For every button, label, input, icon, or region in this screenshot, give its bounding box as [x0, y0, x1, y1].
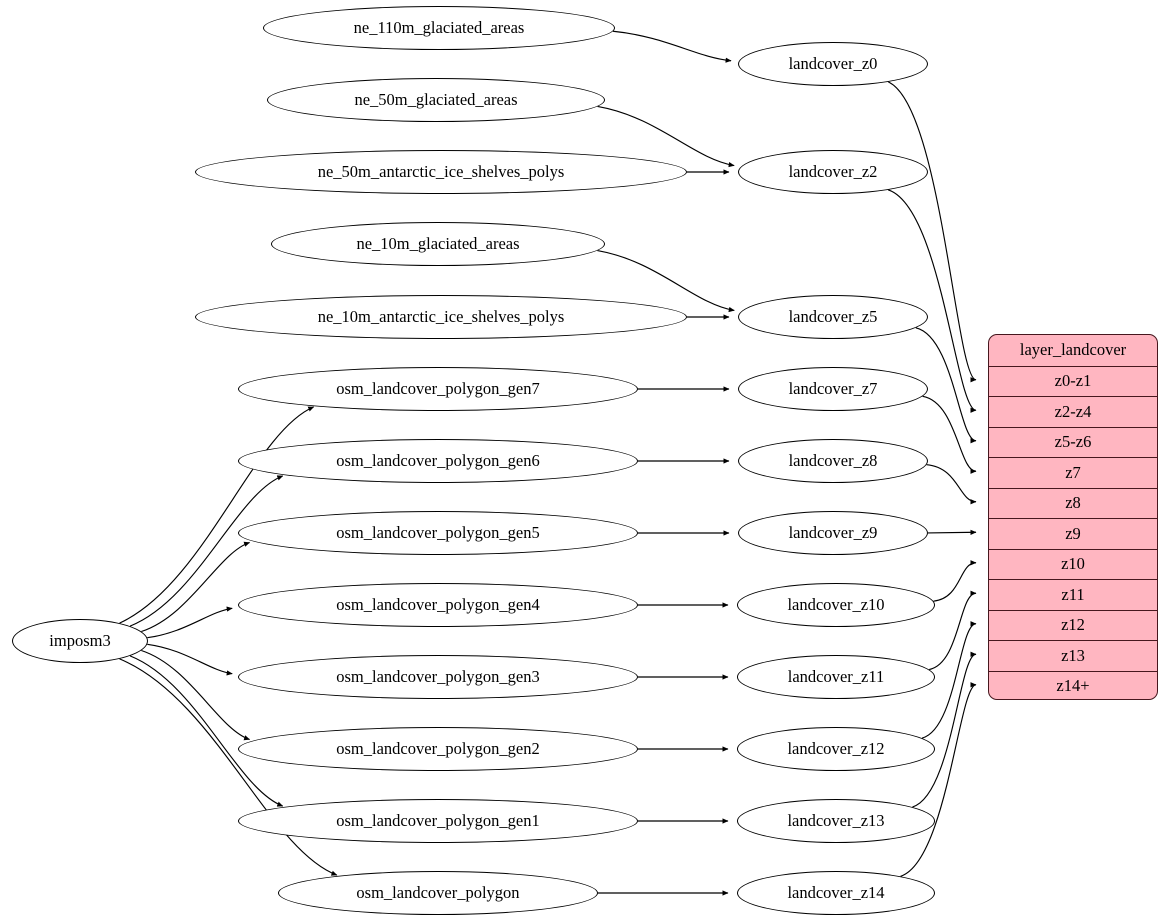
edge-landcover_z11-to-z11	[929, 590, 977, 671]
node-landcover_z11[interactable]: landcover_z11	[737, 655, 935, 699]
record-row-z8[interactable]: z8	[989, 487, 1157, 519]
node-label: imposm3	[49, 630, 111, 650]
node-label: landcover_z12	[787, 738, 885, 758]
node-label: osm_landcover_polygon_gen4	[336, 594, 540, 614]
node-label: landcover_z14	[787, 882, 885, 902]
node-landcover_z2[interactable]: landcover_z2	[738, 150, 928, 194]
node-osm_landcover_polygon_gen1[interactable]: osm_landcover_polygon_gen1	[238, 799, 638, 843]
node-label: osm_landcover_polygon_gen6	[336, 450, 540, 470]
node-osm_landcover_polygon_gen4[interactable]: osm_landcover_polygon_gen4	[238, 583, 638, 627]
edge-landcover_z14-to-z14+	[900, 682, 977, 877]
node-landcover_z14[interactable]: landcover_z14	[737, 871, 935, 915]
node-label: osm_landcover_polygon_gen2	[336, 738, 540, 758]
node-label: ne_10m_glaciated_areas	[356, 233, 520, 253]
node-label: ne_110m_glaciated_areas	[353, 17, 525, 37]
node-label: osm_landcover_polygon_gen1	[336, 810, 540, 830]
edge-landcover_z8-to-z8	[926, 464, 977, 505]
node-landcover_z13[interactable]: landcover_z13	[737, 799, 935, 843]
edge-landcover_z10-to-z10	[933, 560, 977, 602]
node-osm_landcover_polygon_gen5[interactable]: osm_landcover_polygon_gen5	[238, 511, 638, 555]
node-landcover_z0[interactable]: landcover_z0	[738, 42, 928, 86]
edge-landcover_z9-to-z9	[927, 529, 977, 535]
node-label: landcover_z7	[788, 378, 878, 398]
node-label: landcover_z10	[787, 594, 885, 614]
node-label: landcover_z0	[788, 53, 878, 73]
record-row-z10[interactable]: z10	[989, 548, 1157, 580]
node-label: osm_landcover_polygon_gen7	[336, 378, 540, 398]
node-ne_50m_glaciated_areas[interactable]: ne_50m_glaciated_areas	[267, 78, 605, 122]
node-osm_landcover_polygon_gen2[interactable]: osm_landcover_polygon_gen2	[238, 727, 638, 771]
node-label: ne_50m_antarctic_ice_shelves_polys	[317, 161, 565, 181]
node-label: osm_landcover_polygon_gen3	[336, 666, 540, 686]
record-row-z0-z1[interactable]: z0-z1	[989, 365, 1157, 397]
node-label: ne_10m_antarctic_ice_shelves_polys	[317, 306, 565, 326]
node-label: landcover_z2	[788, 161, 878, 181]
record-row-z13[interactable]: z13	[989, 640, 1157, 671]
node-landcover_z9[interactable]: landcover_z9	[738, 511, 928, 555]
node-label: landcover_z11	[787, 666, 885, 686]
node-ne_10m_glaciated_areas[interactable]: ne_10m_glaciated_areas	[271, 222, 605, 266]
node-landcover_z7[interactable]: landcover_z7	[738, 367, 928, 411]
node-imposm3[interactable]: imposm3	[12, 619, 148, 663]
node-osm_landcover_polygon_gen6[interactable]: osm_landcover_polygon_gen6	[238, 439, 638, 483]
node-label: landcover_z8	[788, 450, 878, 470]
node-label: landcover_z13	[787, 810, 885, 830]
record-row-z12[interactable]: z12	[989, 609, 1157, 641]
edge-imposm3-to-osm_landcover_polygon_gen3	[147, 643, 233, 676]
record-row-z9[interactable]: z9	[989, 518, 1157, 549]
edge-imposm3-to-osm_landcover_polygon_gen5	[141, 541, 251, 633]
node-label: landcover_z9	[788, 522, 878, 542]
node-label: osm_landcover_polygon_gen5	[336, 522, 540, 542]
edge-imposm3-to-osm_landcover_polygon_gen4	[147, 606, 233, 639]
record-row-z14+[interactable]: z14+	[989, 670, 1157, 700]
edge-landcover_z7-to-z7	[922, 395, 977, 474]
node-landcover_z12[interactable]: landcover_z12	[737, 727, 935, 771]
node-ne_50m_antarctic_ice_shelves_polys[interactable]: ne_50m_antarctic_ice_shelves_polys	[195, 150, 687, 194]
node-landcover_z10[interactable]: landcover_z10	[737, 583, 935, 627]
record-row-z11[interactable]: z11	[989, 579, 1157, 610]
record-row-z5-z6[interactable]: z5-z6	[989, 426, 1157, 458]
record-row-z2-z4[interactable]: z2-z4	[989, 396, 1157, 427]
node-osm_landcover_polygon[interactable]: osm_landcover_polygon	[278, 871, 598, 915]
edge-landcover_z0-to-z0-z1	[888, 81, 977, 383]
node-label: landcover_z5	[788, 306, 878, 326]
record-row-z7[interactable]: z7	[989, 457, 1157, 488]
node-osm_landcover_polygon_gen3[interactable]: osm_landcover_polygon_gen3	[238, 655, 638, 699]
record-table-header: layer_landcover	[1019, 340, 1127, 359]
node-landcover_z5[interactable]: landcover_z5	[738, 295, 928, 339]
node-osm_landcover_polygon_gen7[interactable]: osm_landcover_polygon_gen7	[238, 367, 638, 411]
edge-ne_110m_glaciated_areas-to-landcover_z0	[613, 30, 732, 63]
node-ne_110m_glaciated_areas[interactable]: ne_110m_glaciated_areas	[263, 6, 615, 50]
node-label: osm_landcover_polygon	[356, 882, 520, 902]
node-label: ne_50m_glaciated_areas	[354, 89, 518, 109]
node-landcover_z8[interactable]: landcover_z8	[738, 439, 928, 483]
edge-imposm3-to-osm_landcover_polygon_gen2	[141, 649, 251, 741]
node-ne_10m_antarctic_ice_shelves_polys[interactable]: ne_10m_antarctic_ice_shelves_polys	[195, 295, 687, 339]
